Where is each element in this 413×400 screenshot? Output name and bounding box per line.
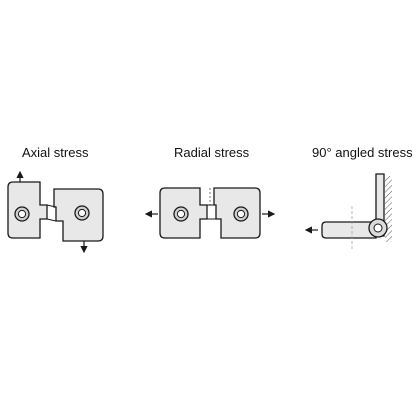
radial-stress-hinge-icon	[144, 187, 276, 239]
axial-stress-hinge-icon	[7, 170, 104, 254]
axial-stress-label: Axial stress	[22, 145, 89, 160]
angled-stress-hinge-icon	[304, 173, 392, 250]
stress-diagram: Axial stress Radial stress 90° angled st…	[7, 145, 413, 254]
hinge-illustrations	[7, 170, 392, 254]
angled-stress-label: 90° angled stress	[312, 145, 413, 160]
radial-stress-label: Radial stress	[174, 145, 250, 160]
